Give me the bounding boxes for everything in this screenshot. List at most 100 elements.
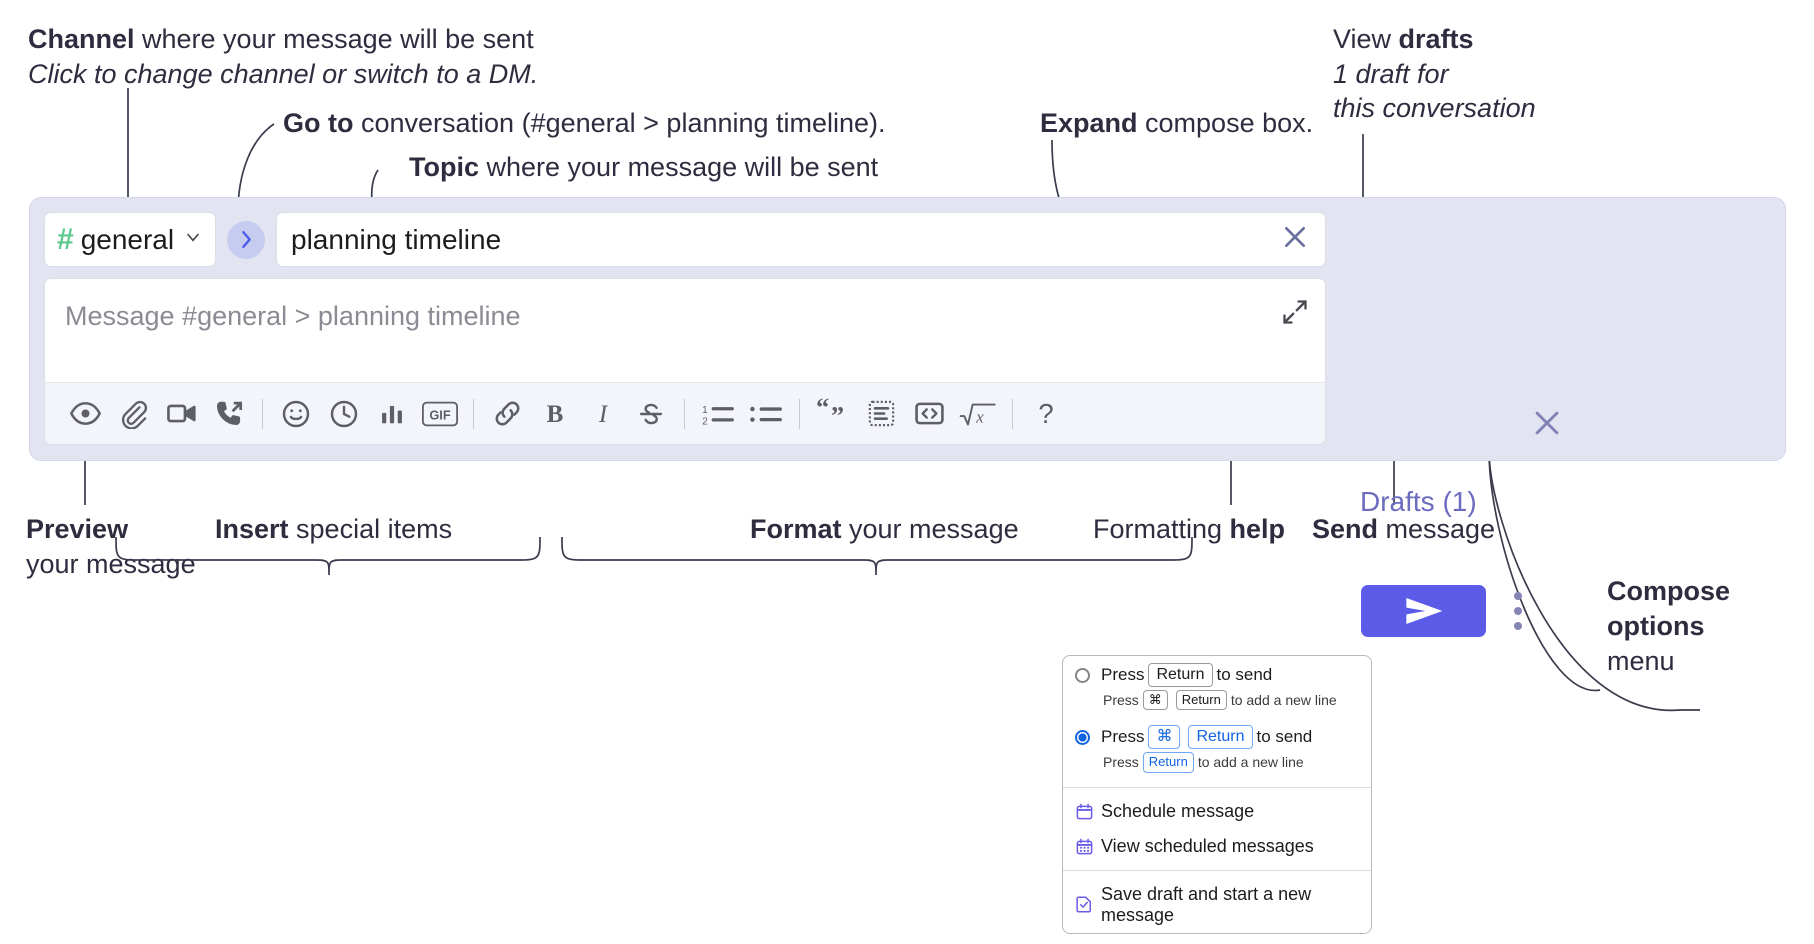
annotation-topic-bold: Topic <box>409 152 479 182</box>
send-arrow-icon <box>1405 597 1442 625</box>
svg-text:I: I <box>598 401 609 428</box>
radio-cmd-return-to-send[interactable] <box>1075 729 1090 745</box>
attachment-icon[interactable] <box>109 390 157 438</box>
menu-option-cmd-return-to-send[interactable]: Press ⌘ Return to send <box>1063 718 1371 751</box>
menu-item-save-draft[interactable]: Save draft and start a new message <box>1063 877 1371 933</box>
annotation-insert-rest: special items <box>288 514 453 544</box>
channel-name-label: general <box>80 223 175 255</box>
preview-icon[interactable] <box>61 390 109 438</box>
radio-return-to-send[interactable] <box>1075 667 1090 683</box>
svg-text:GIF: GIF <box>429 407 451 422</box>
topic-value: planning timeline <box>291 223 502 255</box>
annotation-preview-bold: Preview <box>26 514 129 544</box>
compose-options-menu: Press Return to send Press ⌘ Return to a… <box>1062 655 1372 934</box>
poll-icon[interactable] <box>368 390 416 438</box>
key-return: Return <box>1148 663 1213 687</box>
annotation-help-plain: Formatting <box>1093 514 1230 544</box>
clock-icon[interactable] <box>320 390 368 438</box>
message-placeholder: Message #general > planning timeline <box>65 301 521 331</box>
svg-text:“: “ <box>816 398 829 422</box>
menu-option-cmd-return-sub: Press Return to add a new line <box>1063 751 1371 780</box>
annotation-send-bold: Send <box>1312 514 1379 544</box>
menu-item-schedule-message[interactable]: Schedule message <box>1063 794 1371 829</box>
toolbar-separator <box>1012 398 1013 429</box>
video-icon[interactable] <box>157 390 205 438</box>
svg-text:1: 1 <box>702 404 708 415</box>
annotation-preview-line2: your message <box>26 548 196 579</box>
menu-item-label: Schedule message <box>1101 800 1255 821</box>
toolbar-separator <box>473 398 474 429</box>
annotation-goto: Go to conversation (#general > planning … <box>283 106 886 141</box>
key-return: Return <box>1175 690 1227 711</box>
close-compose-icon[interactable] <box>1530 406 1564 445</box>
goto-conversation-button[interactable] <box>227 220 265 259</box>
svg-text:B: B <box>547 401 564 428</box>
annotation-goto-bold: Go to <box>283 108 354 138</box>
strikethrough-icon[interactable] <box>627 390 675 438</box>
svg-text:x: x <box>975 407 984 426</box>
channel-selector[interactable]: # general <box>44 212 216 267</box>
annotation-insert-bold: Insert <box>215 514 289 544</box>
annotation-insert: Insert special items <box>215 512 452 547</box>
toolbar-separator <box>684 398 685 429</box>
menu-item-view-scheduled-messages[interactable]: View scheduled messages <box>1063 829 1371 864</box>
annotation-channel-rest: where your message will be sent <box>134 24 534 54</box>
menu-item-label: View scheduled messages <box>1101 835 1314 856</box>
help-icon[interactable]: ? <box>1022 390 1070 438</box>
annotation-topic: Topic where your message will be sent <box>409 150 878 185</box>
annotation-formatting-help: Formatting help <box>1093 512 1285 547</box>
annotation-compose-options-line2: options <box>1607 611 1705 642</box>
menu-divider <box>1063 786 1371 788</box>
annotation-drafts-line3: this conversation <box>1333 93 1536 124</box>
key-return: Return <box>1142 752 1194 773</box>
code-icon[interactable] <box>905 390 953 438</box>
link-icon[interactable] <box>483 390 531 438</box>
latex-icon[interactable]: x <box>955 390 1003 438</box>
key-command: ⌘ <box>1142 690 1168 711</box>
formatting-toolbar: GIF B I <box>45 382 1325 444</box>
menu-option-return-sub: Press ⌘ Return to add a new line <box>1063 689 1371 718</box>
annotation-help-bold: help <box>1229 514 1286 544</box>
annotation-drafts: View drafts 1 draft for this conversatio… <box>1333 22 1536 126</box>
message-input-area[interactable]: Message #general > planning timeline <box>44 278 1326 445</box>
gif-icon[interactable]: GIF <box>416 390 464 438</box>
emoji-icon[interactable] <box>272 390 320 438</box>
annotation-compose-options-line3: menu <box>1607 646 1675 677</box>
drafts-link[interactable]: Drafts (1) <box>1360 486 1477 517</box>
kebab-dot <box>1514 622 1522 630</box>
clear-topic-icon[interactable] <box>1279 221 1311 258</box>
code-block-icon[interactable] <box>857 390 905 438</box>
opt1-sub-pre: Press <box>1103 692 1139 709</box>
annotation-topic-rest: where your message will be sent <box>479 152 879 182</box>
compose-options-button[interactable] <box>1514 592 1522 637</box>
toolbar-separator <box>262 398 263 429</box>
annotation-goto-rest: conversation (#general > planning timeli… <box>353 108 886 138</box>
menu-option-return-to-send[interactable]: Press Return to send <box>1063 656 1371 689</box>
topic-input[interactable]: planning timeline <box>276 212 1326 267</box>
bulleted-list-icon[interactable] <box>742 390 790 438</box>
calendar-icon <box>1075 802 1101 821</box>
opt1-post: to send <box>1216 665 1273 684</box>
save-draft-icon <box>1075 895 1101 914</box>
opt2-pre: Press <box>1101 727 1145 747</box>
annotation-compose-options-line1: Compose <box>1607 576 1731 606</box>
expand-compose-icon[interactable] <box>1281 298 1309 331</box>
ordered-list-icon[interactable]: 1 2 <box>694 390 742 438</box>
annotation-drafts-plain: View <box>1333 24 1399 54</box>
audio-call-icon[interactable] <box>205 390 253 438</box>
bold-icon[interactable]: B <box>531 390 579 438</box>
annotation-drafts-bold: drafts <box>1398 24 1474 54</box>
annotation-format-bold: Format <box>750 514 842 544</box>
blockquote-icon[interactable]: “ ” <box>809 390 857 438</box>
annotation-expand-rest: compose box. <box>1137 108 1314 138</box>
annotation-format-rest: your message <box>841 514 1019 544</box>
send-button[interactable] <box>1361 585 1486 637</box>
annotation-send: Send message <box>1312 512 1495 547</box>
opt1-pre: Press <box>1101 665 1145 684</box>
key-return: Return <box>1188 725 1253 750</box>
compose-inner: # general planning timeline Message #gen… <box>44 212 1326 445</box>
kebab-dot <box>1514 592 1522 600</box>
compose-box: # general planning timeline Message #gen… <box>29 197 1786 637</box>
italic-icon[interactable]: I <box>579 390 627 438</box>
annotation-drafts-line2: 1 draft for <box>1333 58 1449 89</box>
